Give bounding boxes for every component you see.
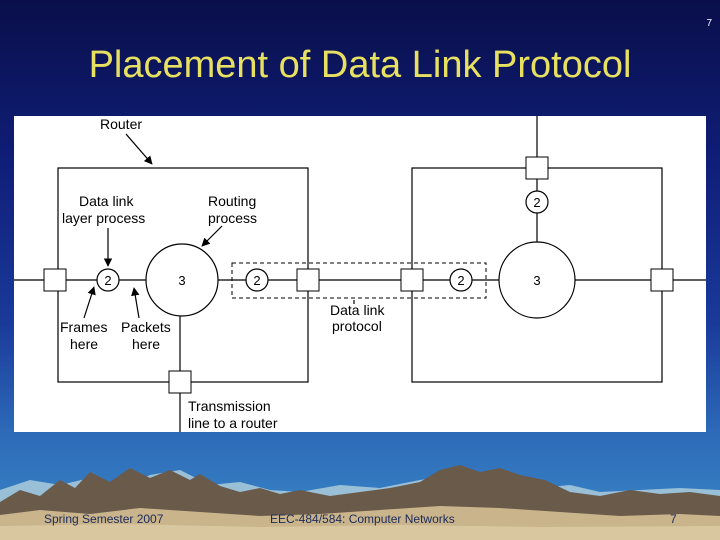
footer-course: EEC-484/584: Computer Networks [270, 512, 455, 526]
footer-page-number: 7 [670, 512, 677, 526]
routing-process-circle-right [498, 241, 576, 319]
tx-label-line1: Transmission [188, 398, 271, 414]
layer2-label: 2 [253, 273, 260, 288]
packets-label-line1: Packets [121, 319, 171, 335]
footer-semester: Spring Semester 2007 [44, 512, 164, 526]
layer2-label: 2 [104, 273, 111, 288]
data-link-protocol-box [231, 262, 487, 299]
mountain-footer [0, 465, 720, 540]
data-link-process-circle [96, 268, 120, 292]
dlp-label-line1: Data link [330, 302, 385, 318]
data-link-process-circle [449, 268, 473, 292]
data-link-process-circle [525, 190, 549, 214]
interface-square [525, 156, 549, 180]
layer2-label: 2 [533, 195, 540, 210]
layer3-label-right: 3 [533, 273, 540, 288]
interface-square [168, 370, 192, 394]
layer2-label: 2 [457, 273, 464, 288]
slide-title: Placement of Data Link Protocol [88, 44, 632, 86]
frames-arrow [83, 286, 96, 319]
data-link-label-line2: layer process [62, 210, 145, 226]
frames-label-line1: Frames [60, 319, 107, 335]
routing-arrow [201, 225, 223, 247]
data-link-label-line1: Data link [79, 193, 134, 209]
dlp-label-line2: protocol [332, 318, 382, 334]
interface-square [650, 268, 674, 292]
interface-square [43, 268, 67, 292]
packets-arrow [131, 287, 140, 319]
data-link-process-circle [245, 268, 269, 292]
interface-square [296, 268, 320, 292]
diagram-svg: 3 3 2 2 2 2 Router Data link layer proce… [14, 116, 706, 432]
data-link-placement-diagram: 3 3 2 2 2 2 Router Data link layer proce… [14, 116, 706, 432]
routing-process-circle-left [145, 243, 219, 317]
frames-label-line2: here [70, 336, 98, 352]
routing-label-line1: Routing [208, 193, 256, 209]
router-arrow [125, 133, 153, 165]
packets-label-line2: here [132, 336, 160, 352]
interface-square [400, 268, 424, 292]
slide-number-top: 7 [706, 18, 712, 29]
layer3-label-left: 3 [178, 273, 185, 288]
tx-label-line2: line to a router [188, 415, 278, 431]
routing-label-line2: process [208, 210, 257, 226]
router-label: Router [100, 116, 142, 132]
